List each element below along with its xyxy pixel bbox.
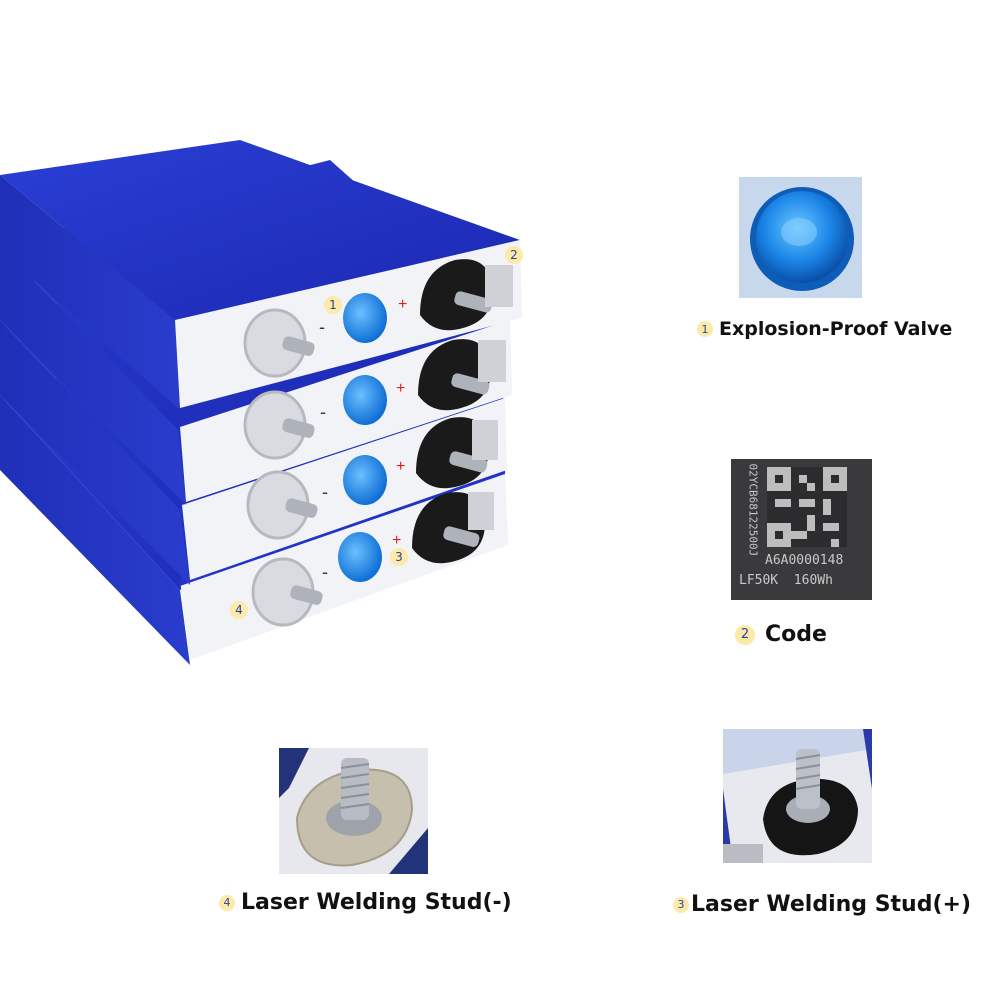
minus-sign: -	[322, 562, 328, 582]
plus-sign: +	[396, 380, 406, 397]
valve-closeup-photo	[739, 177, 862, 298]
battery-stack-illustration	[0, 140, 522, 665]
marker-3: 3	[390, 548, 408, 566]
callout-code: 2 Code	[735, 622, 827, 647]
callout-label: Laser Welding Stud(-)	[241, 890, 512, 915]
cell-4-terminals	[251, 492, 494, 627]
callout-label: Laser Welding Stud(+)	[691, 892, 972, 917]
cell-2-terminals	[243, 339, 506, 460]
callout-number-badge: 2	[735, 624, 755, 645]
callout-laser-welding-stud-positive: 3 Laser Welding Stud(+)	[673, 892, 971, 917]
cell-3-terminals	[246, 417, 498, 540]
callout-number-badge: 1	[697, 321, 713, 337]
cell-1-terminals	[243, 259, 513, 378]
callout-number-badge: 4	[219, 894, 235, 911]
marker-4: 4	[230, 601, 248, 619]
negative-stud-closeup-photo	[279, 748, 428, 874]
callout-laser-welding-stud-negative: 4 Laser Welding Stud(-)	[219, 890, 512, 915]
callout-label: Code	[765, 622, 827, 647]
minus-sign: -	[320, 402, 326, 422]
callout-explosion-proof-valve: 1 Explosion-Proof Valve	[697, 318, 952, 340]
minus-sign: -	[322, 482, 328, 502]
plus-sign: +	[392, 532, 402, 549]
marker-2: 2	[505, 246, 523, 264]
code-plate-photo: 02YCB68122500J A6A0000148 LF50K 160Wh	[731, 459, 872, 600]
callout-label: Explosion-Proof Valve	[719, 318, 953, 340]
code-side-text: 02YCB68122500J	[746, 463, 760, 557]
code-line-2: LF50K 160Wh	[739, 573, 833, 588]
minus-sign: -	[319, 317, 325, 337]
positive-stud-closeup-photo	[723, 729, 872, 863]
qr-code-icon	[767, 467, 847, 547]
plus-sign: +	[398, 296, 408, 313]
code-line-1: A6A0000148	[765, 553, 844, 568]
plus-sign: +	[396, 458, 406, 475]
callout-number-badge: 3	[673, 896, 689, 913]
marker-1: 1	[324, 296, 342, 314]
